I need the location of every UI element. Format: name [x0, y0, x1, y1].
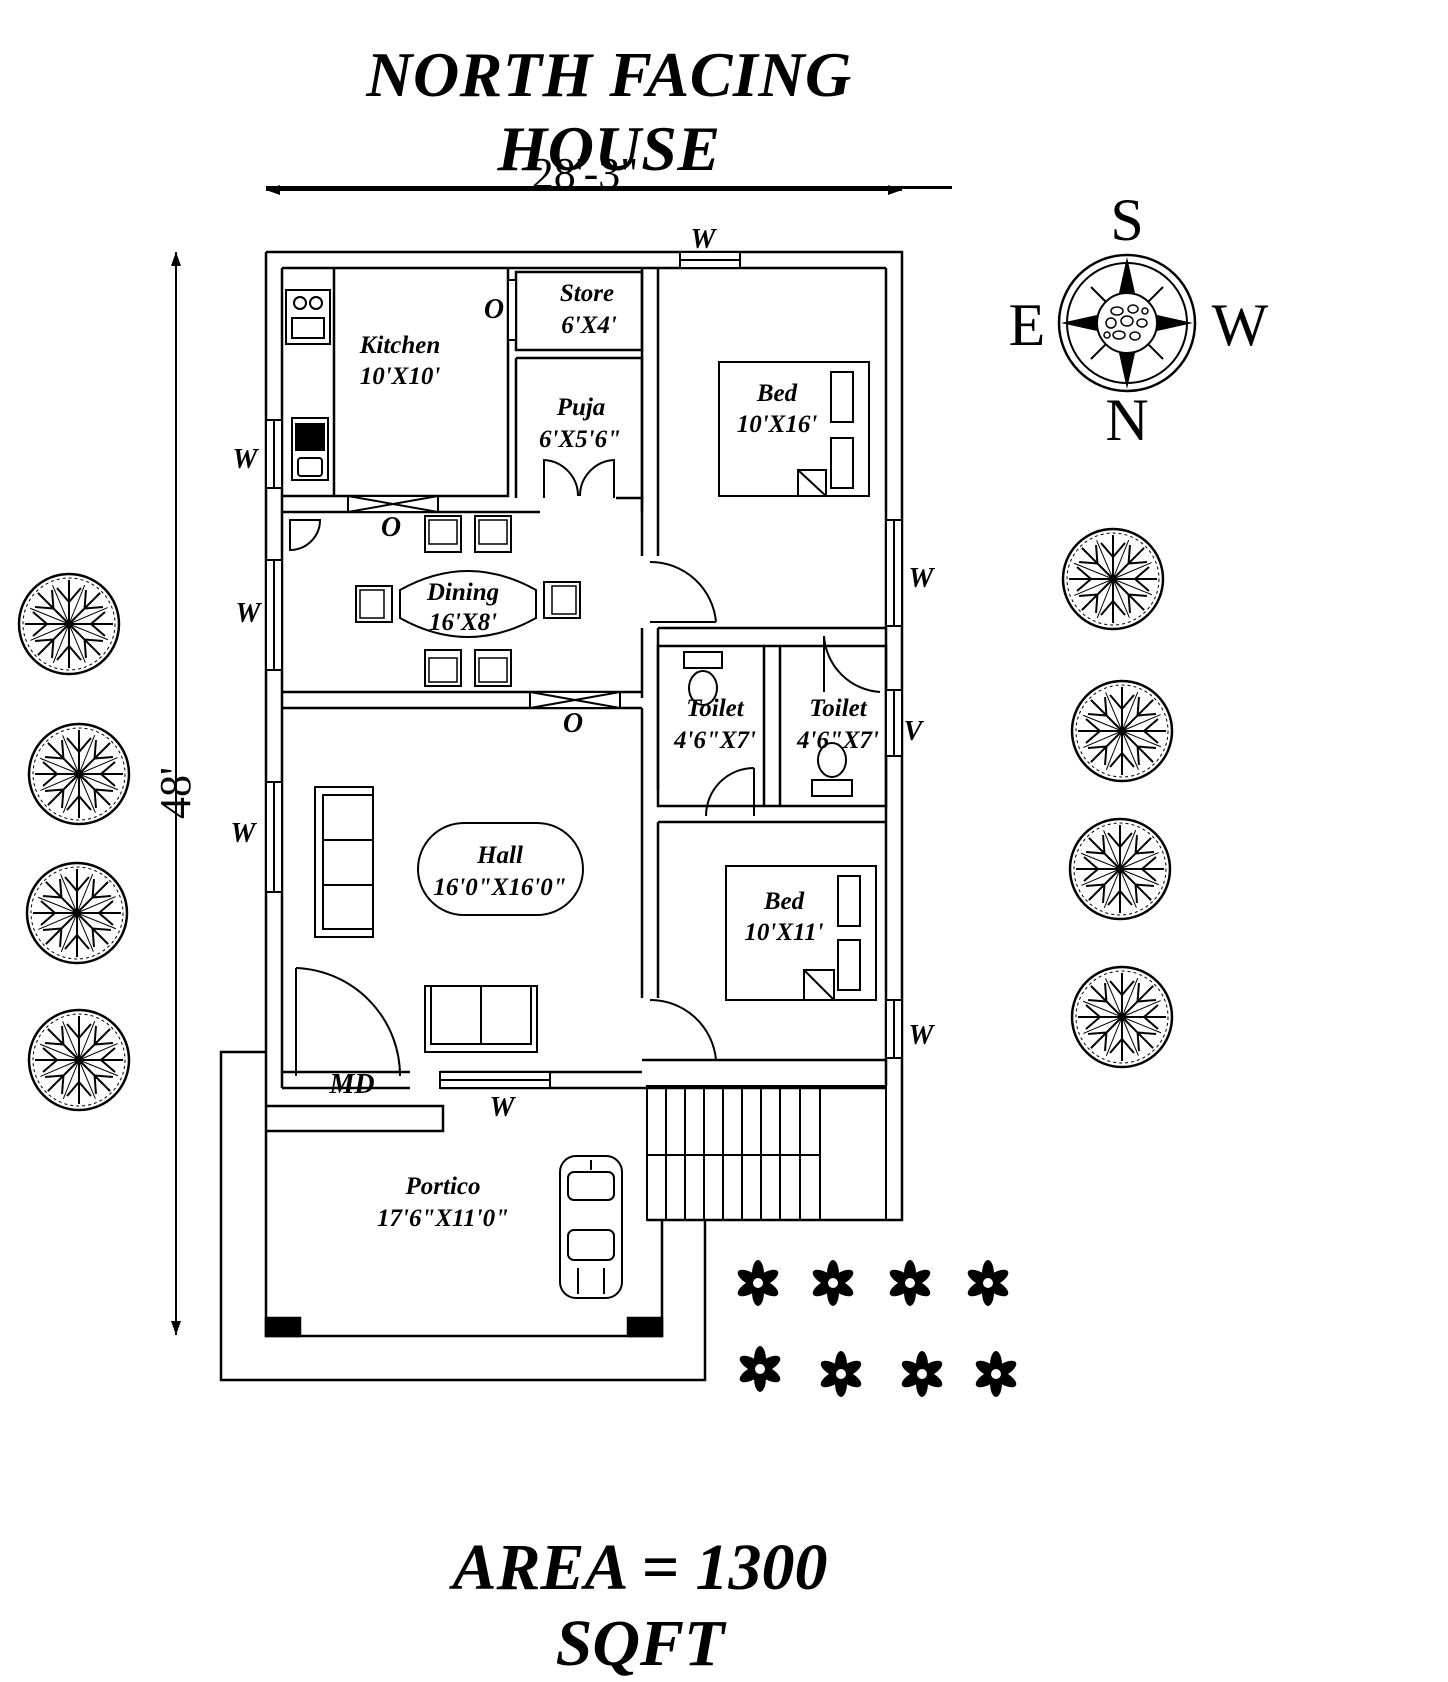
- toilet-1-size: 4'6"X7': [673, 727, 756, 754]
- area-label: AREA = 1300 SQFT: [452, 1531, 828, 1680]
- width-label: 28'-3": [532, 149, 639, 198]
- window-label-front: W: [490, 1092, 517, 1123]
- dining-size: 16'X8': [429, 609, 497, 636]
- hall-size: 16'0"X16'0": [433, 874, 566, 901]
- ventilator-label: V: [904, 716, 925, 747]
- kitchen-name: Kitchen: [359, 332, 441, 359]
- portico-name: Portico: [405, 1173, 481, 1200]
- window-label-dining: W: [236, 598, 263, 629]
- bed-1-furniture: [718, 361, 870, 497]
- opening-label-kitchen: O: [381, 512, 401, 543]
- kitchen-counter: [285, 289, 331, 552]
- shrubs: [735, 1260, 1019, 1397]
- portico-size: 17'6"X11'0": [377, 1205, 509, 1232]
- portico-boundary: [219, 1050, 707, 1382]
- opening-label-dining: O: [563, 708, 583, 739]
- window-label-bed-1: W: [909, 563, 936, 594]
- car: [559, 1155, 623, 1299]
- bed-1-name: Bed: [756, 380, 798, 407]
- doors: [295, 458, 881, 1077]
- puja-size: 6'X5'6": [539, 426, 621, 453]
- depth-label: 48': [151, 767, 200, 819]
- window-label-hall: W: [231, 818, 258, 849]
- bed-2-furniture: [725, 865, 877, 1001]
- bed-2-size: 10'X11': [744, 919, 823, 946]
- windows: [265, 251, 903, 1089]
- store-size: 6'X4': [561, 312, 617, 339]
- trees-left: [17, 572, 131, 1112]
- hall-sofa-set: [314, 786, 584, 1053]
- dining-name: Dining: [426, 579, 499, 606]
- opening-label-store: O: [484, 294, 504, 325]
- main-door-label: MD: [328, 1069, 374, 1100]
- kitchen-size: 10'X10': [360, 363, 441, 390]
- window-label-bed-2: W: [909, 1020, 936, 1051]
- bed-1-size: 10'X16': [737, 411, 818, 438]
- dining-table: [355, 515, 581, 687]
- compass-rose: [1057, 253, 1197, 393]
- depth-dimension: [171, 252, 181, 1335]
- width-dimension: [266, 185, 902, 195]
- toilet-fixtures: [683, 651, 853, 797]
- compass-bottom-label: N: [1105, 387, 1148, 453]
- toilet-1-name: Toilet: [686, 695, 744, 722]
- toilet-2-size: 4'6"X7': [796, 727, 879, 754]
- compass-right-label: W: [1212, 292, 1269, 358]
- trees-right: [1061, 527, 1174, 1069]
- bed-2-name: Bed: [763, 888, 805, 915]
- floor-plan: 28'-3" 48': [17, 149, 1269, 1397]
- compass-left-label: E: [1009, 292, 1046, 358]
- hall-name: Hall: [476, 842, 523, 869]
- toilet-2-name: Toilet: [809, 695, 867, 722]
- compass-top-label: S: [1110, 187, 1143, 253]
- window-label-kitchen: W: [233, 444, 260, 475]
- window-label-top: W: [691, 224, 718, 255]
- puja-name: Puja: [556, 394, 606, 421]
- plan-title: NORTH FACING HOUSE: [266, 38, 952, 189]
- staircase: [646, 1085, 887, 1221]
- store-name: Store: [560, 280, 614, 307]
